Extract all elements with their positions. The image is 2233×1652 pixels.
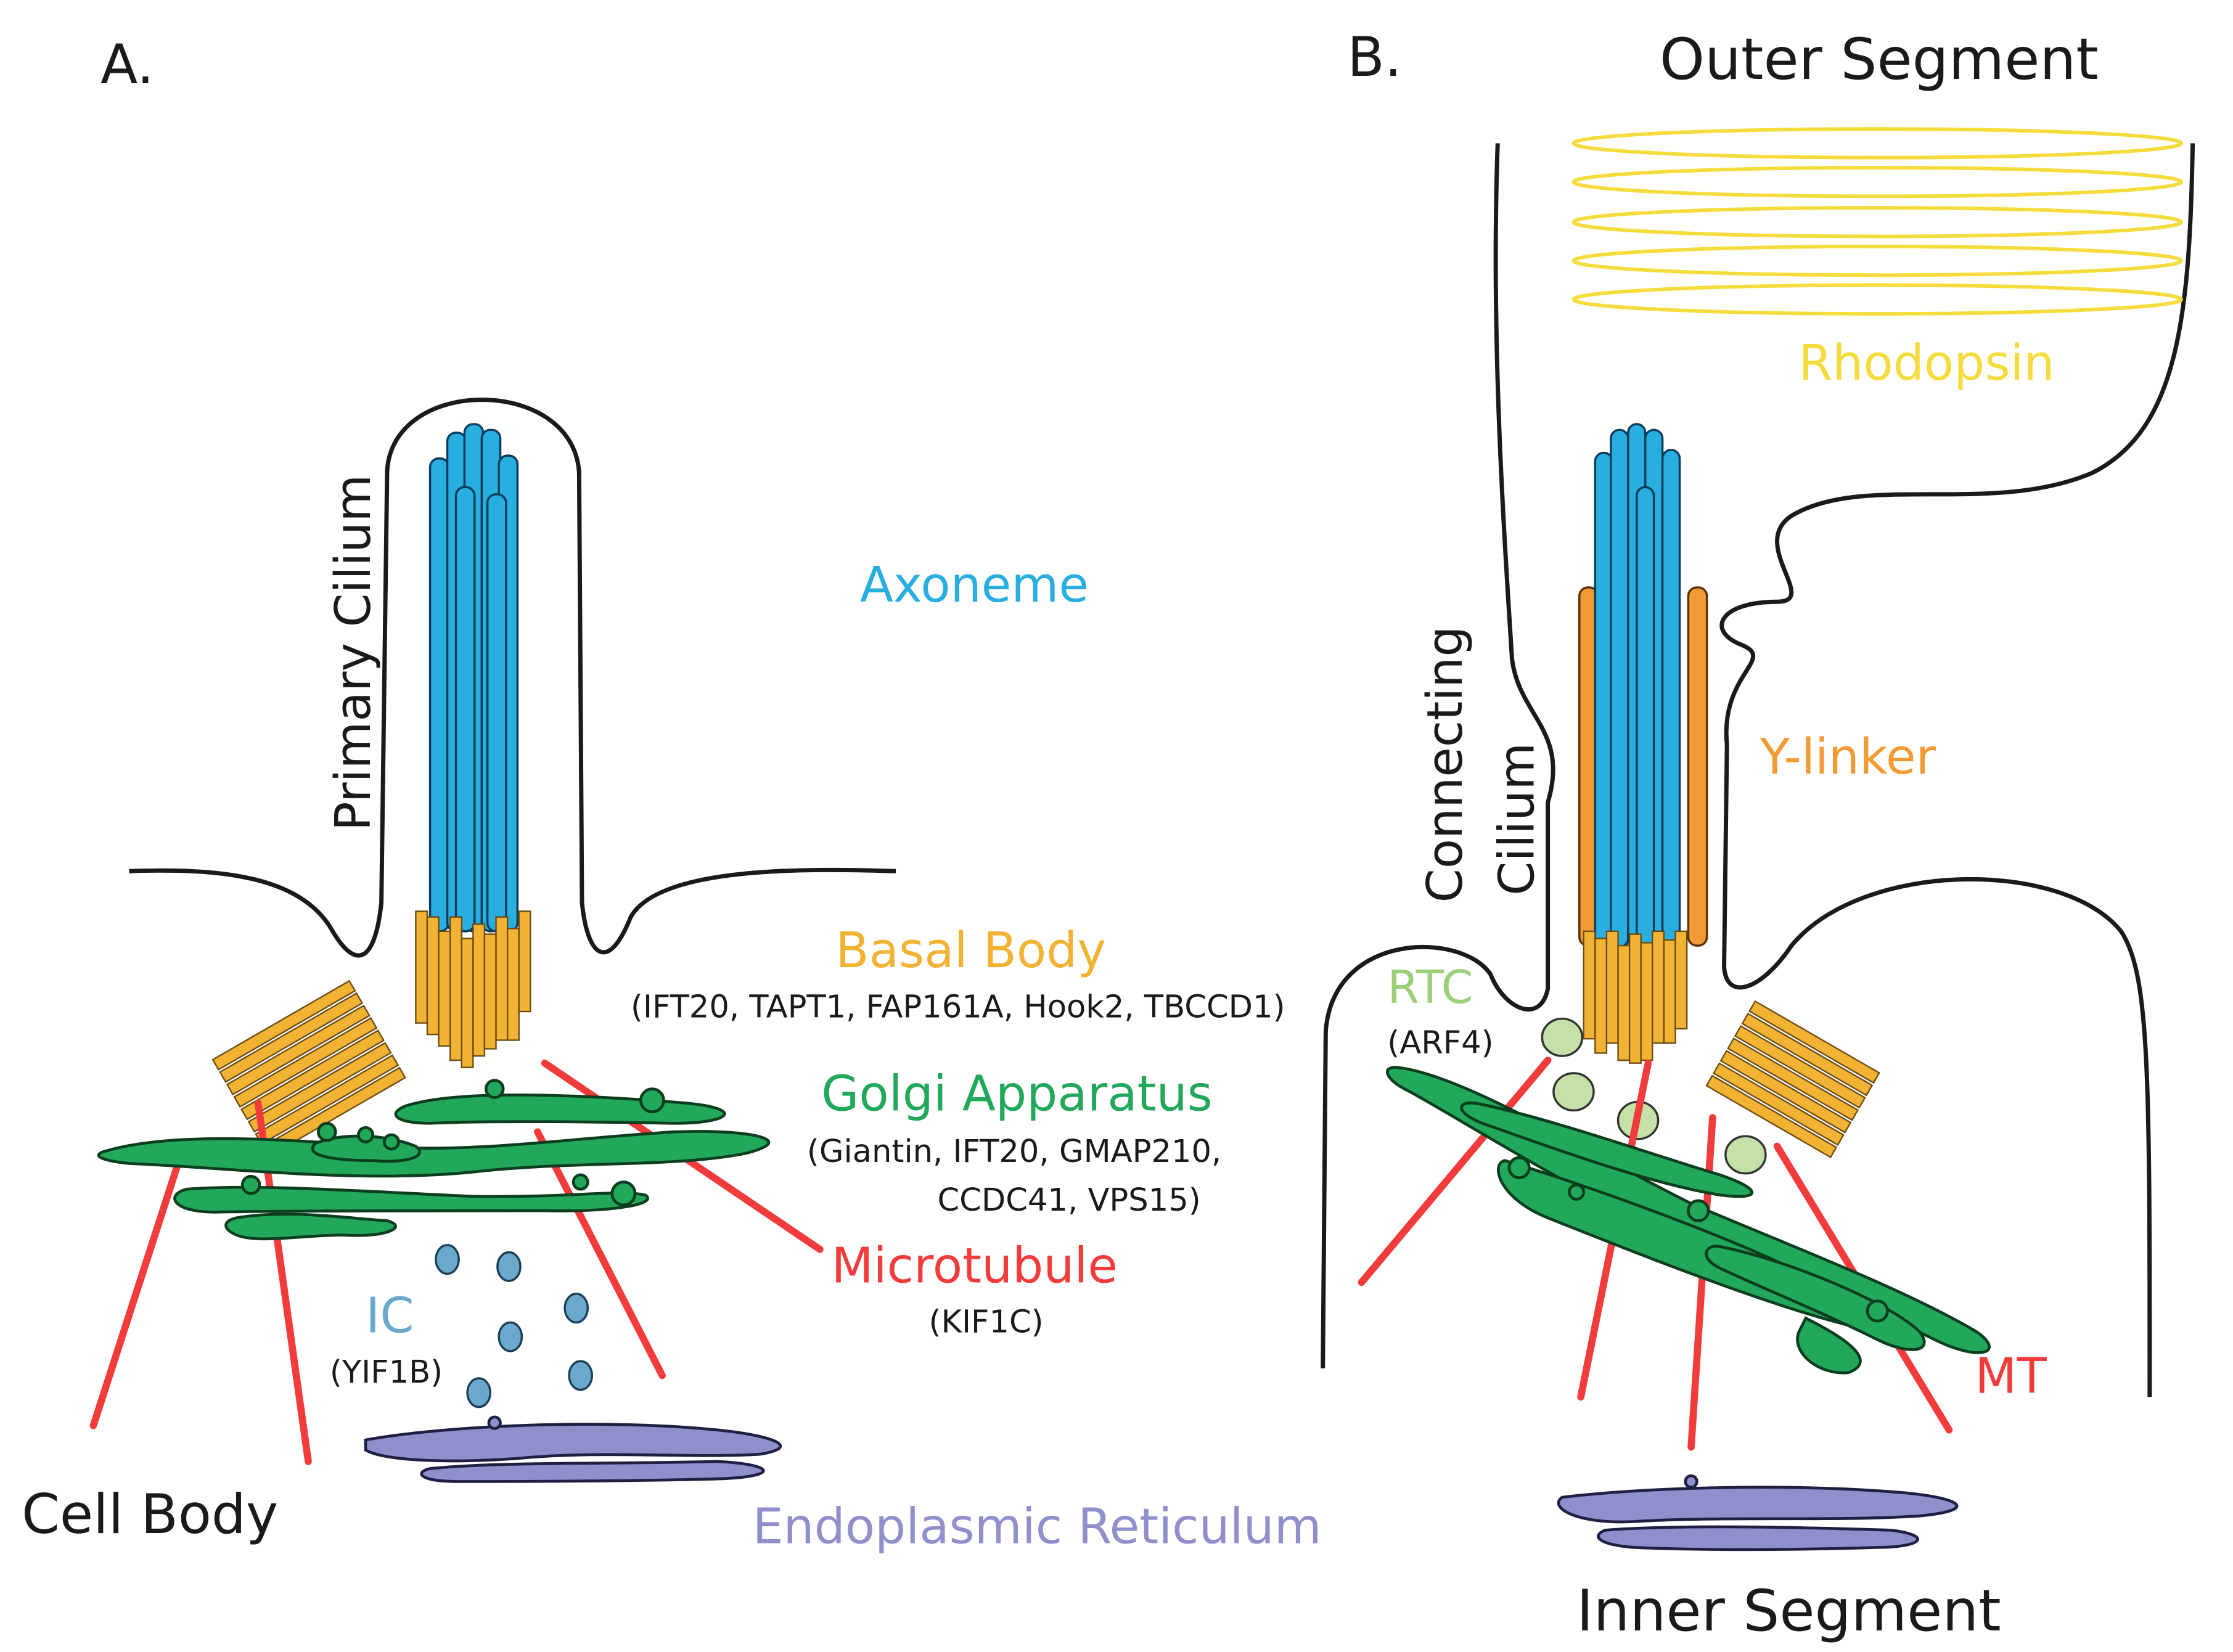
panel-b: B. Outer Segment Rhodopsin [1321,25,2195,1644]
golgi-proteins-line1: (Giantin, IFT20, GMAP210, [807,1134,1221,1170]
inner-segment-label: Inner Segment [1576,1577,2001,1644]
y-linker-label: Y-linker [1760,729,1936,785]
panel-b-letter: B. [1347,25,1402,89]
cell-body-label: Cell Body [22,1482,278,1546]
photoreceptor-outline [1321,143,1555,1368]
golgi-a [97,1079,771,1241]
er-a [364,1415,782,1483]
primary-cilium-membrane [129,398,896,958]
ic-proteins: (YIF1B) [330,1354,443,1391]
golgi-proteins-line2: CCDC41, VPS15) [937,1182,1200,1219]
golgi-label: Golgi Apparatus [821,1065,1213,1122]
panel-a-letter: A. [100,33,154,96]
microtubule-label: Microtubule [831,1237,1118,1294]
connecting-cilium-label-1: Connecting [1417,626,1473,902]
er-label: Endoplasmic Reticulum [753,1498,1322,1555]
axoneme-label: Axoneme [860,557,1089,613]
basal-body-proteins: (IFT20, TAPT1, FAP161A, Hook2, TBCCD1) [631,989,1285,1025]
primary-cilium-label: Primary Cilium [325,475,382,832]
photoreceptor-outline-right [1719,143,2195,1397]
golgi-b [1386,1066,1991,1375]
ic-vesicles [435,1244,594,1409]
axoneme-b [1594,423,1681,949]
rhodopsin-label: Rhodopsin [1798,335,2054,391]
panel-a: A. Primary Cilium Axoneme [22,33,1322,1555]
basal-body-b-tilted [1705,1000,1880,1159]
basal-body-label: Basal Body [835,922,1106,979]
mt-label: MT [1975,1347,2047,1404]
er-b [1557,1474,1959,1552]
connecting-cilium-label-2: Cilium [1488,743,1545,896]
ic-label: IC [366,1288,414,1344]
axoneme-a [428,423,519,933]
rtc-label: RTC [1387,960,1473,1014]
basal-body-b-vertical [1583,930,1688,1064]
basal-body-tilted [211,979,406,1158]
rhodopsin-discs [1571,127,2183,316]
outer-segment-label: Outer Segment [1660,26,2099,92]
basal-body-vertical [415,910,531,1068]
microtubule-proteins: (KIF1C) [929,1304,1044,1341]
rtc-proteins: (ARF4) [1387,1024,1493,1061]
